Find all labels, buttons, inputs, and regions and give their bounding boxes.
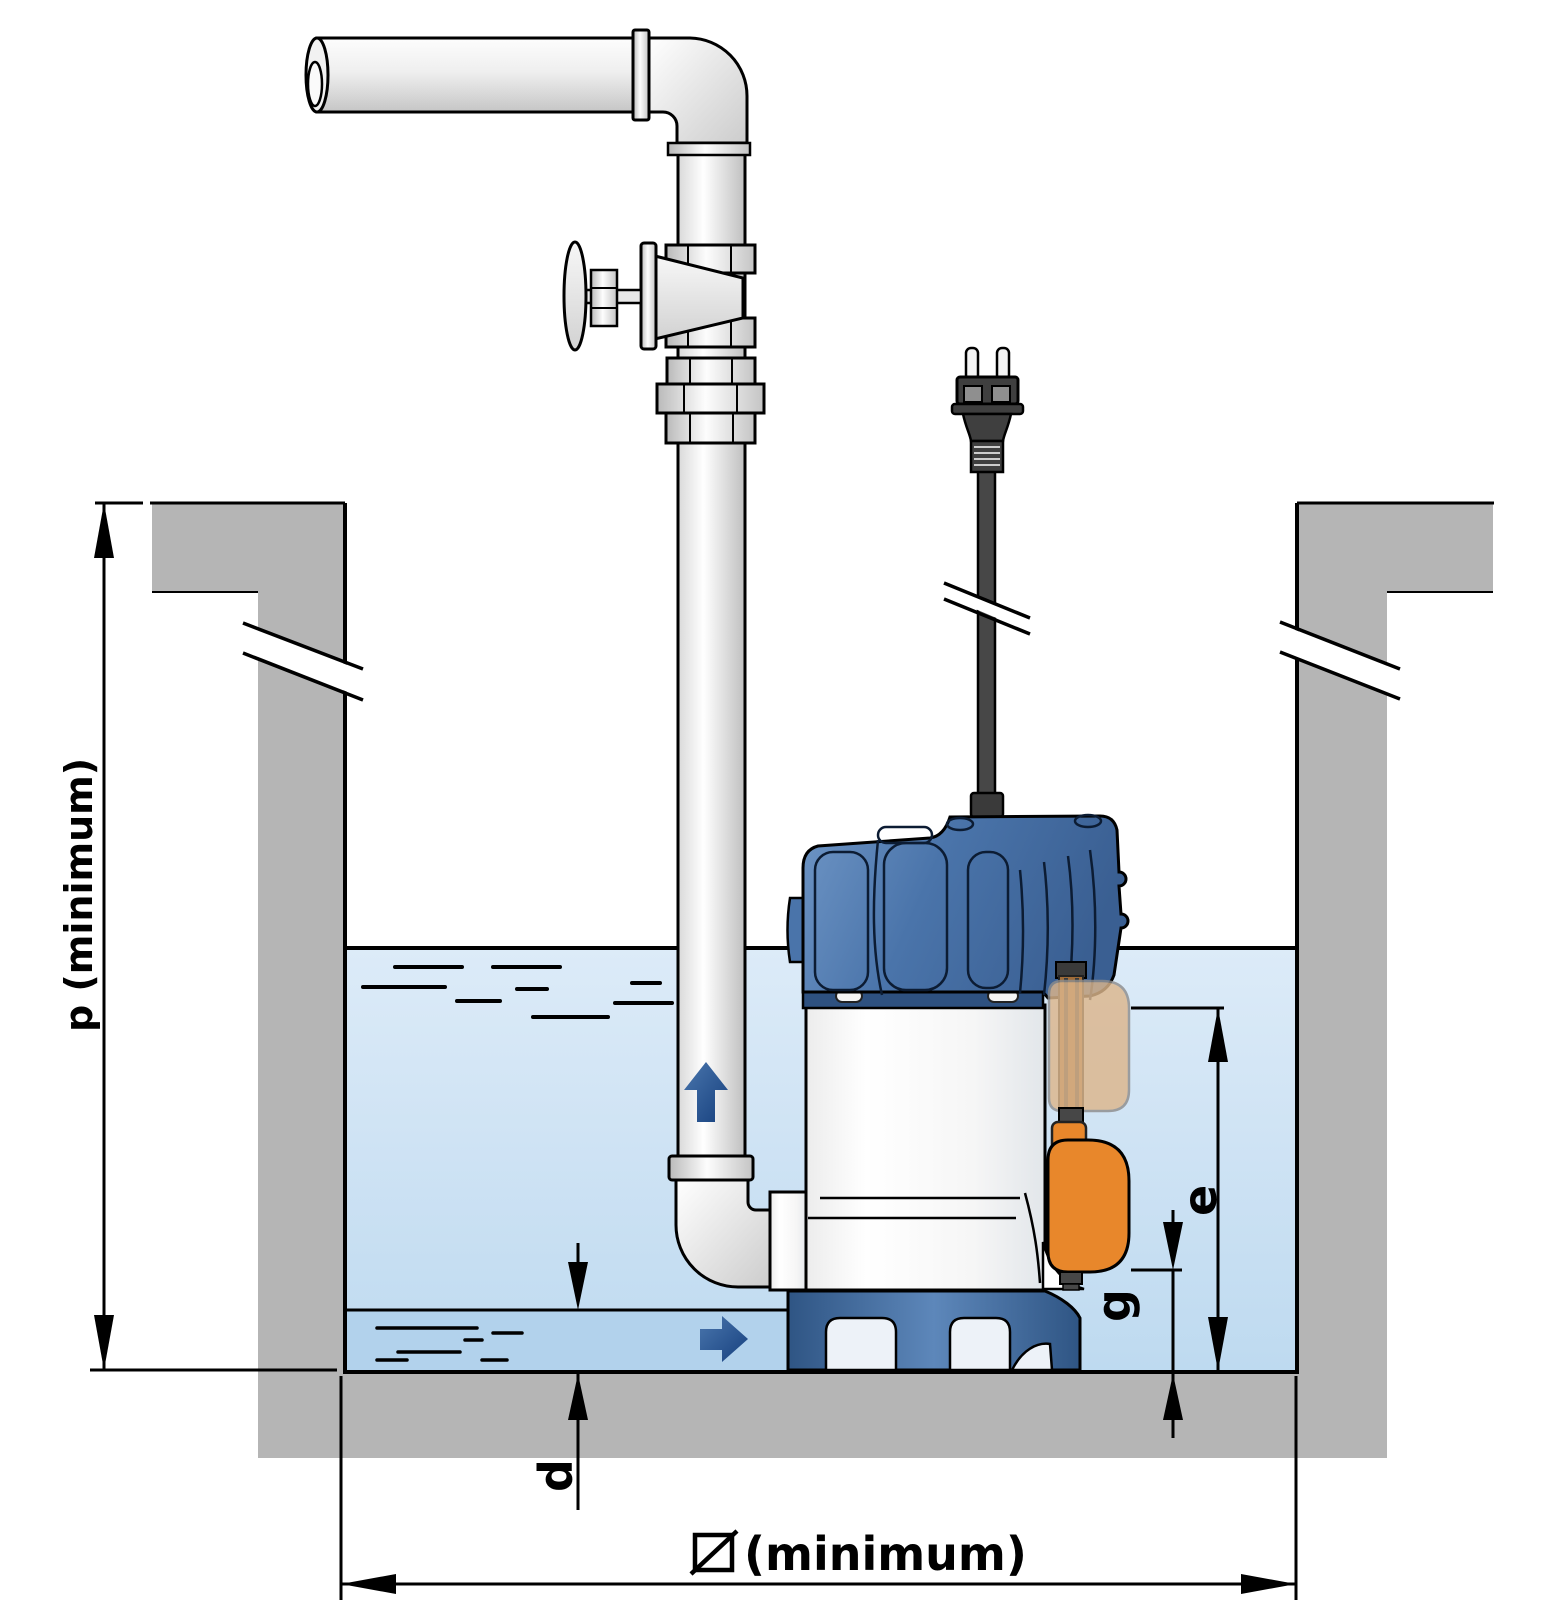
dimension-pit-width: (minimum) [339, 1376, 1298, 1600]
float-bottom-stop [1059, 1271, 1083, 1285]
housing-screw-slot-1 [945, 816, 975, 832]
square-section-symbol [689, 1529, 739, 1576]
plug-neck [961, 412, 1013, 443]
cable [976, 468, 997, 802]
plug-prong-left [964, 346, 980, 382]
pump-discharge-port [768, 1190, 810, 1292]
base-arch-cutout-2 [948, 1316, 1012, 1372]
pump-suction-elbow [674, 1178, 774, 1289]
flow-arrows [684, 1062, 748, 1362]
surface-wave-dashes [361, 965, 674, 1019]
sump-pit [150, 501, 1494, 1458]
union-nut-lower [664, 411, 757, 445]
pit-left-wall [152, 503, 345, 1458]
cable-break-gap [947, 585, 1027, 631]
power-plug [950, 346, 1025, 474]
valve-handwheel [562, 240, 588, 352]
pit-floor-slab [258, 1372, 1387, 1458]
cable-break-line-1 [943, 581, 1031, 620]
residual-wave-dashes [375, 1326, 524, 1362]
dimension-g: g [1087, 1210, 1183, 1438]
float-lowered [1046, 1138, 1131, 1274]
union-nut-upper [655, 382, 766, 415]
pit-right-wall [1297, 503, 1493, 1458]
float-raised-ghost [1047, 979, 1131, 1113]
flow-right-arrow-icon [700, 1316, 748, 1362]
base-right-notch [1009, 1342, 1054, 1372]
top-elbow [647, 36, 749, 145]
dimensions: p (minimum) e g d [57, 501, 1298, 1600]
discharge-pipe-assembly [304, 28, 810, 1292]
dimension-d-label: d [529, 1459, 583, 1492]
pump-elbow-flange [667, 1154, 755, 1182]
dimension-e: e [1131, 1006, 1228, 1371]
housing-screw-slot-2 [1073, 813, 1103, 829]
motor-housing-tab [786, 896, 805, 964]
right-wall-break [1279, 620, 1401, 701]
plug-collar [950, 402, 1025, 416]
dimension-p: p (minimum) [57, 501, 337, 1372]
outlet-flange [631, 28, 651, 122]
left-wall-break [242, 621, 364, 702]
power-cable [943, 346, 1031, 819]
dimension-pit-width-label: (minimum) [744, 1527, 1027, 1581]
outlet-pipe-bore [306, 60, 324, 108]
cable-gland [969, 791, 1005, 819]
outlet-pipe [315, 36, 649, 114]
submersible-pump [786, 813, 1130, 1372]
dimension-d: d [529, 1243, 588, 1510]
union-fitting [655, 356, 766, 445]
pump-base [786, 1289, 1082, 1372]
flow-up-arrow-icon [684, 1062, 728, 1122]
valve-stem-nut [589, 268, 619, 328]
float-switch [1046, 961, 1131, 1291]
base-arch-cutout-1 [824, 1316, 898, 1372]
valve-bonnet-plate [639, 241, 658, 351]
plug-strain-relief [969, 439, 1005, 474]
plug-prong-right [995, 346, 1011, 382]
dimension-e-label: e [1173, 1185, 1227, 1216]
cable-break-line-2 [943, 597, 1031, 636]
dimension-g-label: g [1087, 1289, 1141, 1322]
pump-body [804, 1003, 1047, 1292]
dimension-p-label: p (minimum) [57, 758, 101, 1032]
gate-valve [562, 240, 757, 352]
top-elbow-collar [666, 141, 752, 157]
